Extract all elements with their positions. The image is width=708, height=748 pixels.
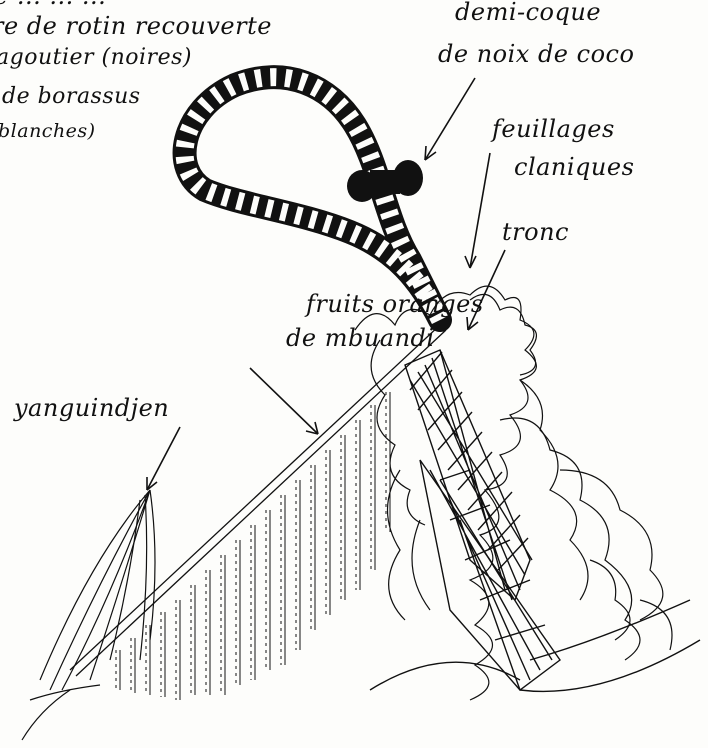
label-rotin-line3: de borassus <box>2 84 141 109</box>
label-rotin-line2: agoutier (noires) <box>0 45 192 70</box>
label-feuillages-line1: feuillages <box>492 115 615 143</box>
label-fruits-line1: fruits oranges <box>306 290 484 318</box>
label-rotin-line4: blanches) <box>0 120 96 142</box>
label-demi-coque-line1: demi-coque <box>455 0 601 26</box>
label-clipped-top: e ... ... ... <box>0 0 106 10</box>
label-tronc: tronc <box>502 218 569 246</box>
label-demi-coque-line2: de noix de coco <box>438 40 634 68</box>
yanguindjen-fan <box>22 490 155 740</box>
label-fruits-line2: de mbuandi <box>286 324 435 352</box>
mbuandi-fruit-strings <box>70 325 446 700</box>
label-yanguindjen: yanguindjen <box>14 394 169 422</box>
label-rotin-line1: re de rotin recouverte <box>0 12 272 40</box>
label-feuillages-line2: claniques <box>514 153 634 181</box>
rattan-handle <box>185 77 440 320</box>
